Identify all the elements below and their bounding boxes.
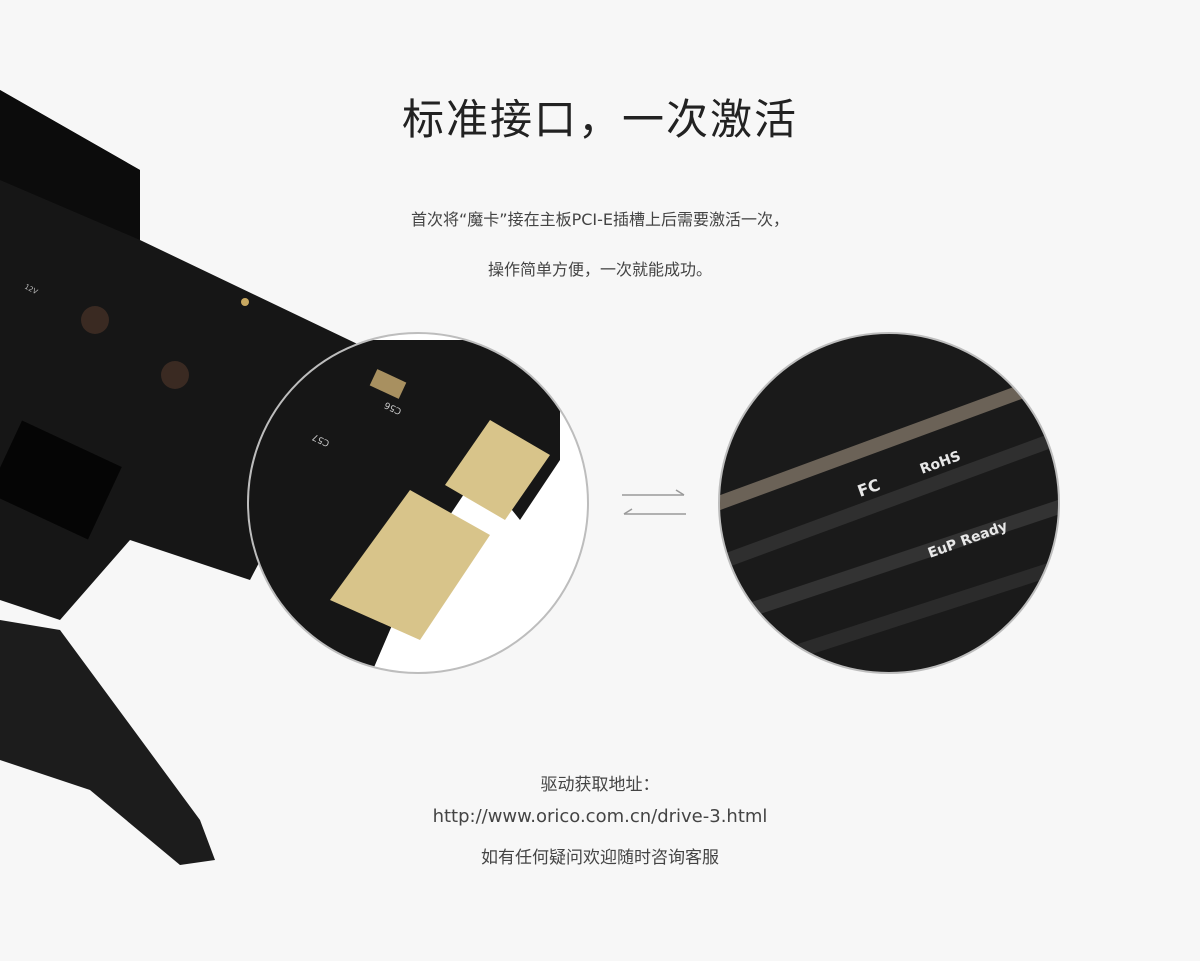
driver-label: 驱动获取地址： bbox=[540, 775, 660, 795]
motherboard-slot-closeup: FC RoHS EuP Ready bbox=[718, 332, 1060, 674]
description-line-1: 首次将“魔卡”接在主板PCI-E插槽上后需要激活一次， bbox=[410, 210, 789, 229]
page-title: 标准接口，一次激活 bbox=[401, 95, 798, 144]
gold-finger-closeup: C56 C57 bbox=[247, 332, 589, 674]
driver-url-link[interactable]: http://www.orico.com.cn/drive-3.html bbox=[432, 806, 768, 827]
exchange-arrows-icon bbox=[622, 489, 686, 515]
description-line-2: 操作简单方便，一次就能成功。 bbox=[487, 260, 712, 279]
contact-text: 如有任何疑问欢迎随时咨询客服 bbox=[481, 848, 719, 868]
